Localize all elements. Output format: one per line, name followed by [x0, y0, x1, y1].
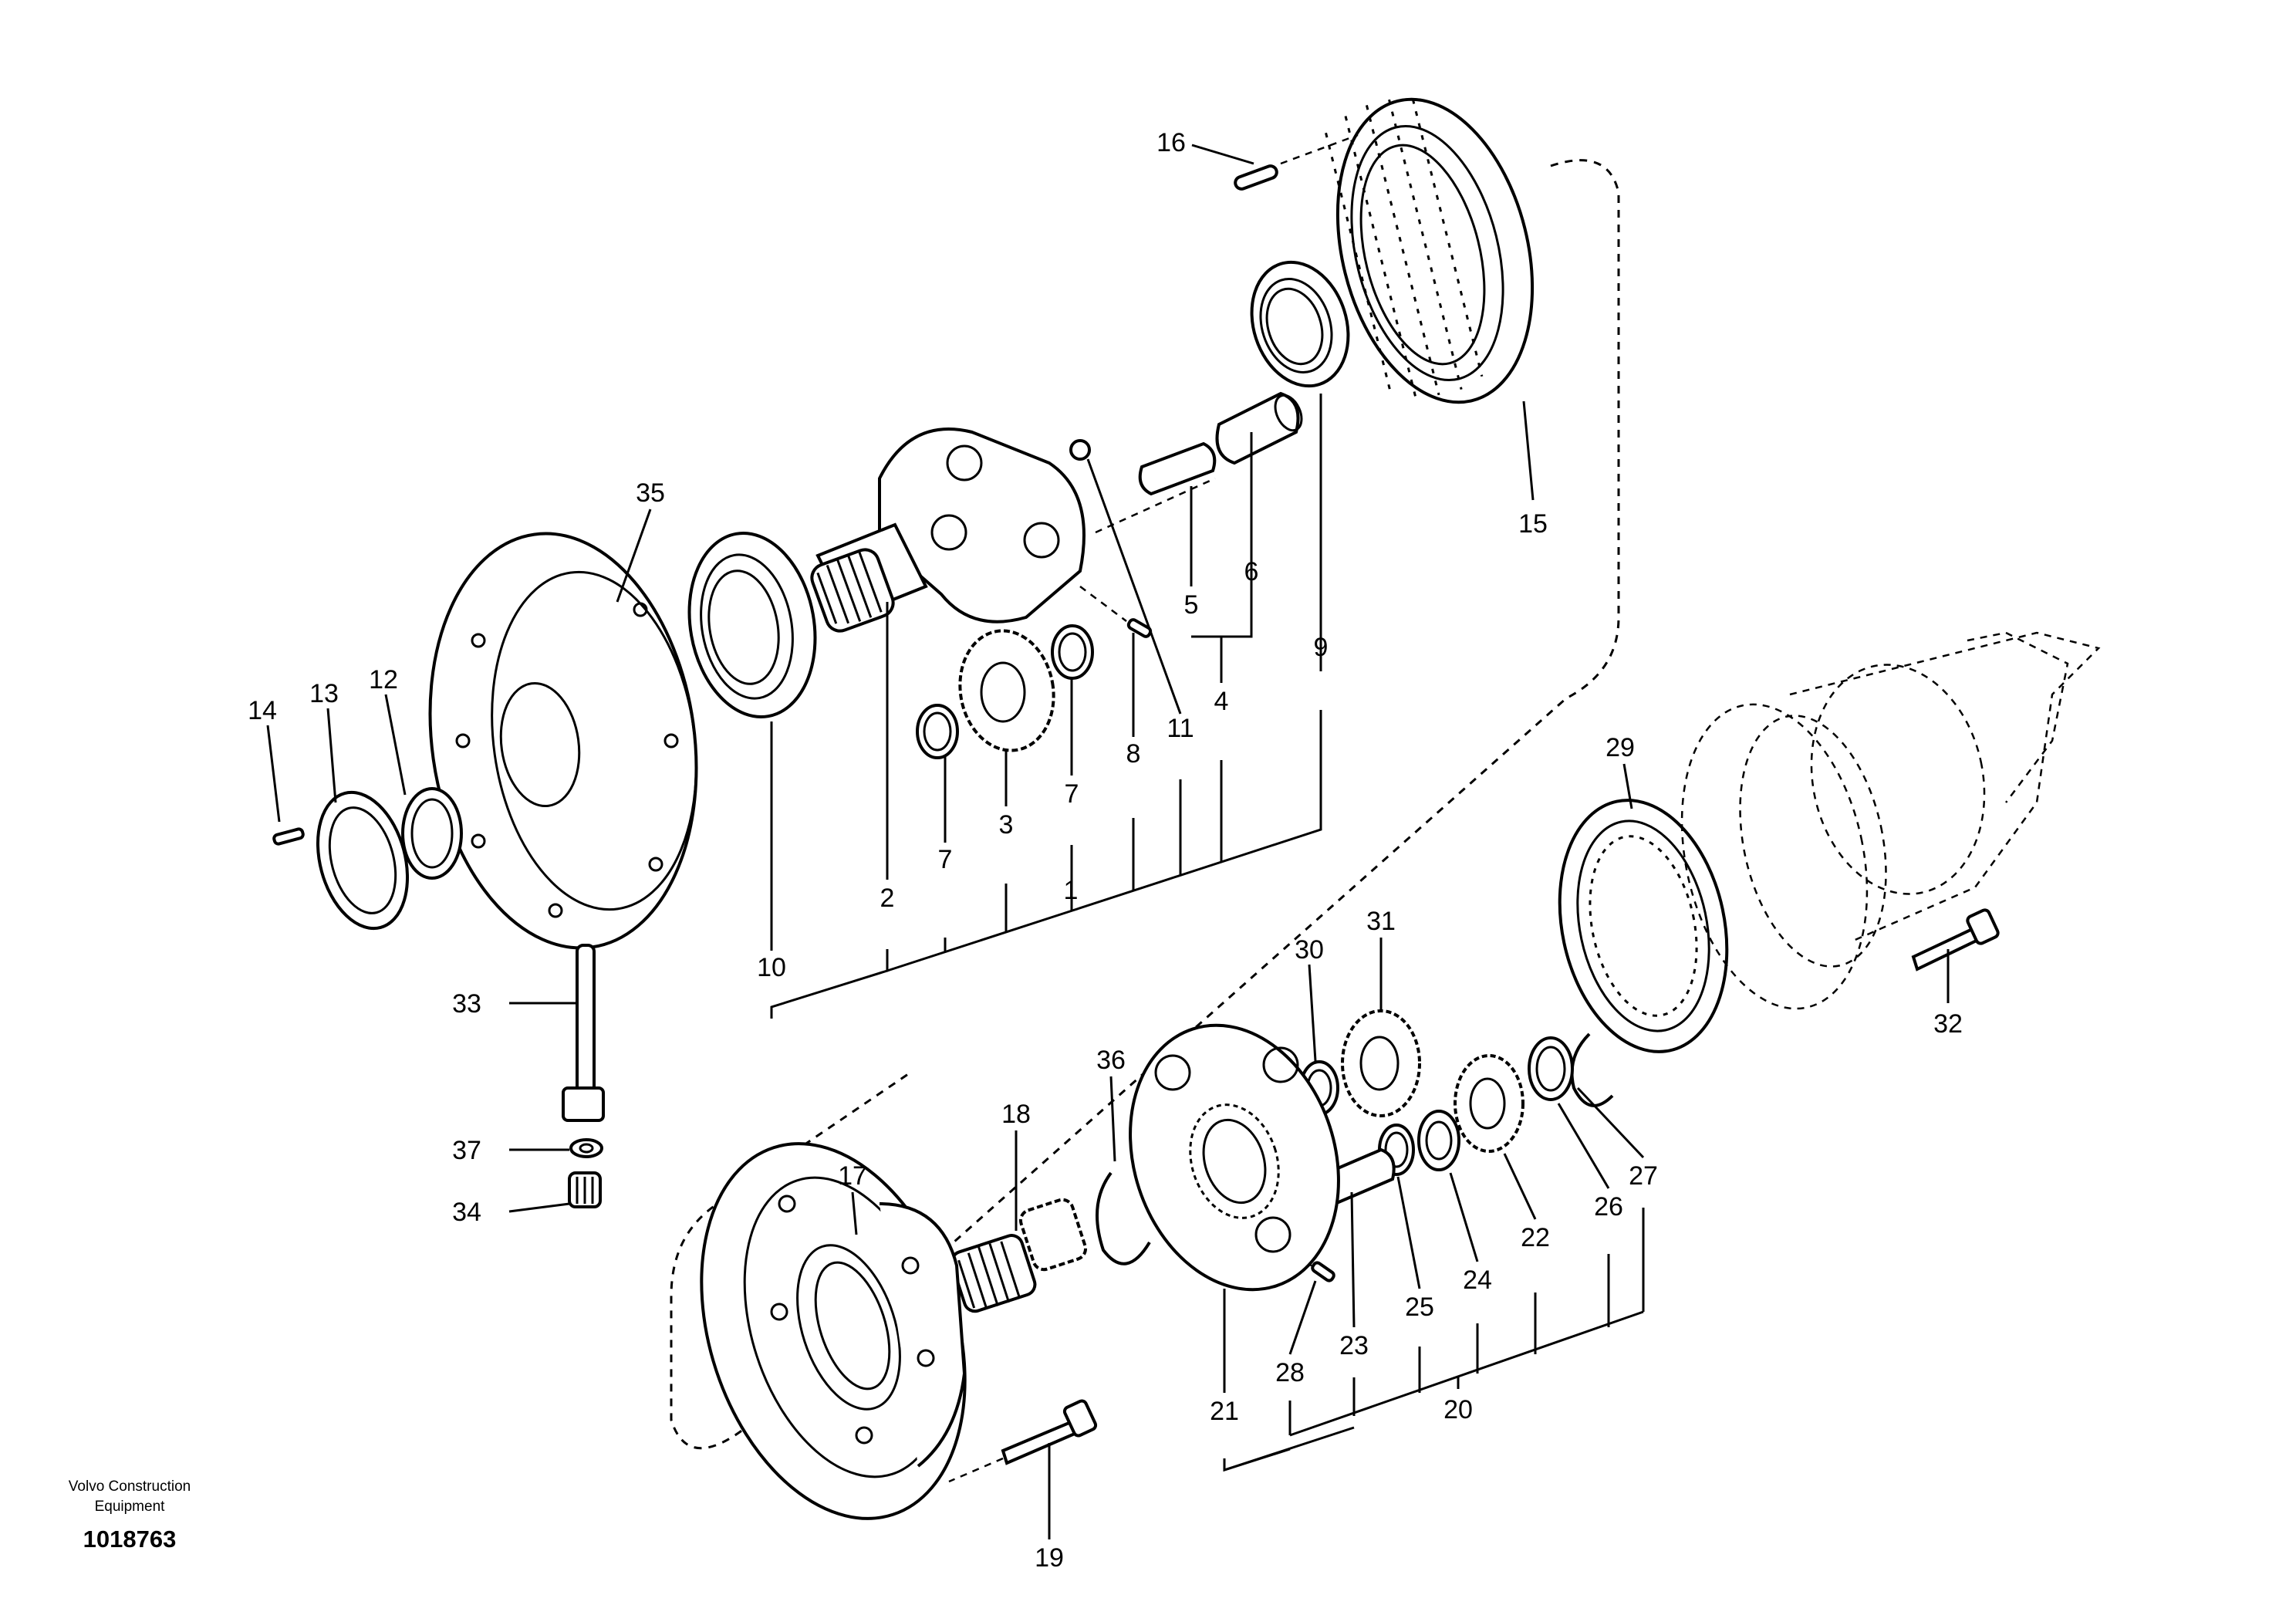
callout-22: 22: [1521, 1223, 1550, 1252]
pin-16: [1234, 164, 1278, 191]
hub-17: [700, 1142, 967, 1520]
washer-37: [569, 1138, 603, 1158]
bearing-9: [1250, 260, 1350, 388]
planet-gear-3: [958, 629, 1055, 752]
snap-ring-27: [1570, 1032, 1614, 1107]
plate-13: [316, 790, 410, 931]
callout-37: 37: [452, 1136, 481, 1165]
callout-34: 34: [452, 1198, 481, 1227]
callout-2: 2: [880, 884, 895, 913]
callout-14: 14: [248, 696, 277, 725]
shaft-33: [562, 944, 605, 1122]
callout-4: 4: [1214, 687, 1229, 716]
callout-19: 19: [1035, 1543, 1064, 1573]
callout-7a: 7: [938, 845, 953, 874]
callout-25: 25: [1405, 1293, 1434, 1322]
callout-27: 27: [1629, 1161, 1658, 1191]
callout-33: 33: [452, 989, 481, 1019]
carrier-plate-21: [1129, 1023, 1340, 1292]
plug-34: [568, 1171, 602, 1208]
callout-30: 30: [1295, 935, 1324, 965]
document-number: 1018763: [83, 1526, 177, 1553]
callout-11: 11: [1167, 714, 1194, 743]
callout-29: 29: [1606, 733, 1635, 762]
needle-bearing-24: [1417, 1110, 1460, 1171]
sun-gear-31: [1341, 1009, 1421, 1117]
plug-11: [1069, 439, 1091, 461]
callout-9: 9: [1314, 633, 1329, 662]
callout-20: 20: [1443, 1395, 1473, 1424]
callout-10: 10: [757, 953, 786, 982]
brand-line-1: Volvo Construction: [69, 1478, 191, 1495]
callout-18: 18: [1001, 1100, 1031, 1129]
screw-14: [272, 827, 305, 846]
planet-carrier-2: [810, 427, 1086, 633]
callout-21: 21: [1210, 1397, 1239, 1426]
sun-shaft-18: [950, 1198, 1088, 1313]
thrust-washer-7a: [916, 704, 959, 759]
callout-5: 5: [1184, 590, 1199, 620]
cover-35: [428, 532, 698, 950]
pin-5: [1138, 441, 1217, 496]
callout-8: 8: [1126, 739, 1141, 769]
planet-gear-22: [1454, 1054, 1524, 1153]
brand-line-2: Equipment: [95, 1499, 166, 1515]
motor-housing-dashed: [1680, 631, 2101, 1010]
callout-35: 35: [636, 478, 665, 508]
pin-28: [1311, 1261, 1335, 1282]
callout-3: 3: [999, 810, 1014, 840]
callout-12: 12: [369, 665, 398, 694]
callout-36: 36: [1096, 1046, 1126, 1075]
callout-labels: 1 2 3 4 5 6 7 7 8 9 10 11 12 13 14 15 16…: [248, 128, 1963, 1573]
callout-28: 28: [1275, 1358, 1305, 1387]
callout-24: 24: [1463, 1265, 1492, 1295]
callout-23: 23: [1339, 1331, 1369, 1360]
callout-7b: 7: [1065, 779, 1079, 809]
thrust-washer-7b: [1051, 624, 1094, 680]
seal-12: [401, 787, 463, 880]
bolt-32: [1911, 908, 2000, 972]
bolt-19: [1001, 1399, 1098, 1465]
callout-15: 15: [1518, 509, 1548, 539]
callout-13: 13: [309, 679, 339, 708]
ring-gear-29: [1558, 799, 1729, 1053]
sleeve-6: [1215, 391, 1303, 465]
callout-6: 6: [1244, 557, 1259, 586]
callout-32: 32: [1933, 1009, 1963, 1039]
callout-17: 17: [838, 1161, 867, 1191]
callout-26: 26: [1594, 1192, 1623, 1222]
ring-gear-15: [1325, 97, 1535, 404]
circlip-36: [1096, 1171, 1151, 1265]
pin-8: [1126, 618, 1153, 638]
bearing-10: [687, 532, 817, 718]
leader-lines: [266, 144, 1950, 1539]
callout-16: 16: [1156, 128, 1186, 157]
callout-31: 31: [1366, 907, 1396, 936]
washer-26: [1528, 1036, 1574, 1101]
callout-1: 1: [1064, 876, 1079, 905]
assembly-boundary-dashed: [670, 159, 1620, 1450]
